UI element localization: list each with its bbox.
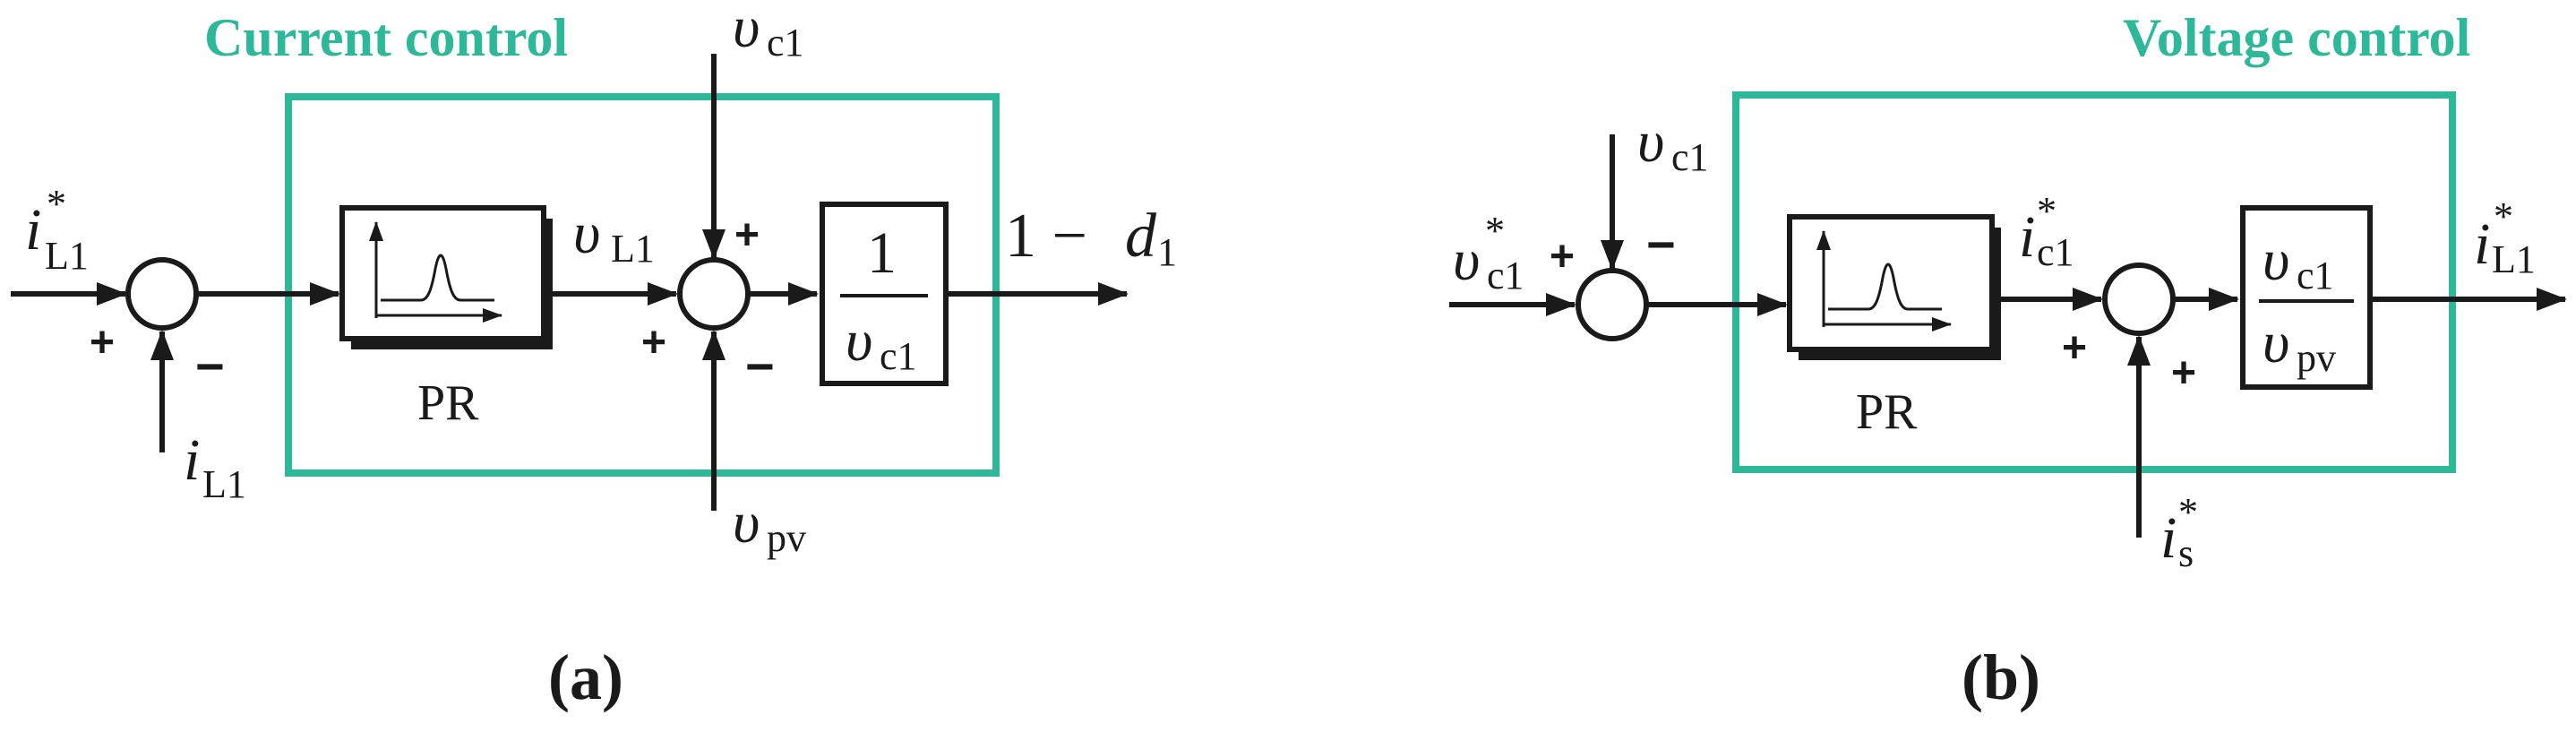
- diagram-b: Voltage control υ * c1 + − υ c1 PR: [1449, 8, 2567, 713]
- top-input-a: υ c1: [733, 0, 804, 65]
- output-a-prefix: 1 −: [1005, 202, 1103, 271]
- pr-output-a: υ L1: [573, 201, 655, 271]
- top-input-a-sub: c1: [767, 21, 804, 65]
- gain-b-den-base: υ: [2263, 310, 2289, 375]
- gain-b-num-sub: c1: [2297, 254, 2334, 297]
- pr-output-b-sup: *: [2037, 189, 2057, 233]
- gain-a-numerator: 1: [867, 220, 897, 286]
- gain-block-b: [2240, 205, 2373, 390]
- summing-junction-b2: [2102, 263, 2176, 336]
- sum-a2-bottom-minus: −: [745, 338, 775, 394]
- top-input-a-base: υ: [733, 0, 760, 60]
- feedback-b: υ c1: [1637, 109, 1709, 179]
- input-ref-b-base: υ: [1453, 228, 1480, 293]
- pr-output-b-base: i: [2019, 204, 2035, 270]
- bottom-input-b-sub: s: [2178, 531, 2194, 575]
- bottom-input-b-base: i: [2160, 505, 2177, 571]
- pr-output-b: i * c1: [2019, 189, 2074, 274]
- input-ref-a-sup: *: [47, 182, 66, 226]
- feedback-a-base: i: [184, 427, 200, 493]
- feedback-b-base: υ: [1637, 109, 1664, 175]
- sum-b1-minus: −: [1646, 216, 1676, 272]
- gain-b-num-base: υ: [2263, 228, 2289, 293]
- summing-junction-a2: [677, 257, 751, 331]
- pr-label-b: PR: [1856, 384, 1918, 440]
- summing-junction-a1: [125, 257, 199, 331]
- bottom-input-a-sub: pv: [767, 516, 806, 560]
- caption-b: (b): [1962, 642, 2040, 713]
- output-b-sup: *: [2494, 194, 2513, 238]
- bottom-input-a-base: υ: [733, 490, 760, 555]
- sum-a2-top-plus: +: [734, 211, 760, 259]
- pr-output-a-base: υ: [573, 201, 600, 266]
- caption-a: (a): [548, 642, 623, 713]
- bottom-input-b: i * s: [2160, 490, 2198, 575]
- input-ref-b-sup: *: [1485, 209, 1505, 253]
- feedback-a: i L1: [184, 427, 246, 506]
- diagram-a: Current control i * L1 + − i L1 PR: [11, 0, 1177, 713]
- output-b-base: i: [2474, 211, 2490, 277]
- sum-a1-minus: −: [195, 338, 225, 394]
- gain-b-denominator: υ pv: [2263, 310, 2336, 380]
- input-ref-a: i * L1: [25, 182, 89, 278]
- bottom-input-b-sup: *: [2178, 490, 2198, 534]
- voltage-control-title: Voltage control: [2123, 8, 2470, 67]
- sum-b2-bottom-plus: +: [2171, 349, 2196, 397]
- gain-a-denominator: υ c1: [846, 308, 917, 378]
- output-a-sub: 1: [1157, 230, 1177, 274]
- output-b: i * L1: [2474, 194, 2536, 281]
- current-control-frame: [285, 93, 1000, 477]
- gain-a-den-sub: c1: [880, 334, 917, 378]
- pr-block-b: [1787, 214, 2001, 360]
- input-ref-a-base: i: [25, 197, 41, 263]
- input-ref-b-sub: c1: [1487, 254, 1524, 297]
- pr-output-a-sub: L1: [611, 227, 655, 271]
- summing-junction-b1: [1576, 268, 1649, 341]
- output-a-base: d: [1125, 202, 1157, 271]
- output-b-sub: L1: [2492, 237, 2536, 281]
- input-ref-b: υ * c1: [1453, 209, 1524, 297]
- sum-b1-plus: +: [1550, 233, 1575, 280]
- gain-b-numerator: υ c1: [2263, 228, 2334, 297]
- feedback-b-sub: c1: [1671, 135, 1709, 179]
- pr-block-a: [339, 205, 553, 349]
- sum-a1-plus: +: [90, 319, 115, 366]
- input-ref-a-sub: L1: [45, 234, 89, 278]
- current-control-title: Current control: [204, 8, 568, 67]
- voltage-control-frame: [1732, 91, 2456, 473]
- pr-label-a: PR: [417, 375, 479, 431]
- bottom-input-a: υ pv: [733, 490, 806, 560]
- feedback-a-sub: L1: [202, 462, 246, 506]
- gain-b-den-sub: pv: [2297, 336, 2336, 380]
- output-a: 1 − d 1: [1005, 202, 1177, 274]
- sum-b2-left-plus: +: [2062, 324, 2087, 372]
- pr-output-b-sub: c1: [2037, 230, 2074, 274]
- gain-a-den-base: υ: [846, 308, 872, 374]
- sum-a2-left-plus: +: [641, 319, 666, 366]
